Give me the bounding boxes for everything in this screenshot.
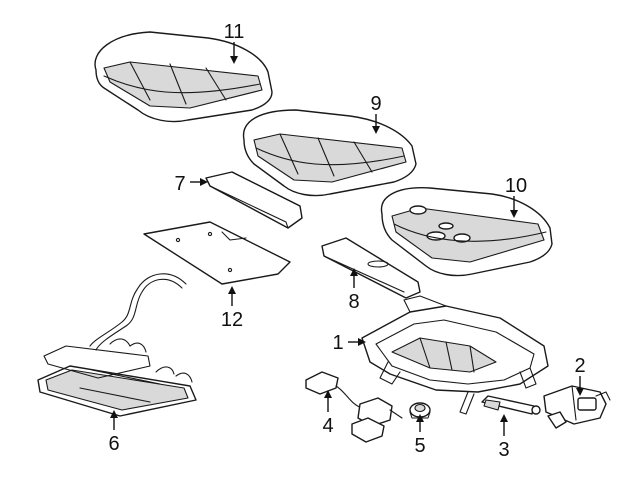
- callout-3: 3: [498, 439, 509, 461]
- part-6-heater-mat: [37, 273, 197, 417]
- callout-labels: 11 9 7 10 8 12 1 2 4 5 3 6: [108, 21, 585, 461]
- part-11-cushion-cover: [94, 31, 273, 123]
- callout-7: 7: [174, 173, 185, 195]
- part-8-bolster-pad: [321, 237, 421, 299]
- callout-2: 2: [574, 355, 585, 377]
- leader-lines: [110, 42, 584, 436]
- callout-5: 5: [414, 435, 425, 457]
- callout-9: 9: [370, 93, 381, 115]
- callout-1: 1: [332, 332, 343, 354]
- callout-4: 4: [322, 415, 333, 437]
- part-7-foam-pad: [205, 171, 303, 229]
- part-9-cushion-cover: [242, 109, 417, 197]
- callout-6: 6: [108, 433, 119, 455]
- part-12-seat-plate: [143, 221, 291, 285]
- callout-11: 11: [224, 21, 245, 43]
- callout-12: 12: [221, 309, 243, 331]
- part-2-seat-motor: [543, 385, 611, 429]
- callout-8: 8: [348, 291, 359, 313]
- part-3-actuator: [481, 395, 541, 415]
- part-10-cushion-pad: [380, 187, 553, 277]
- part-4-wiring-harness: [305, 371, 403, 443]
- part-1-seat-frame: [361, 295, 549, 415]
- callout-10: 10: [505, 175, 527, 197]
